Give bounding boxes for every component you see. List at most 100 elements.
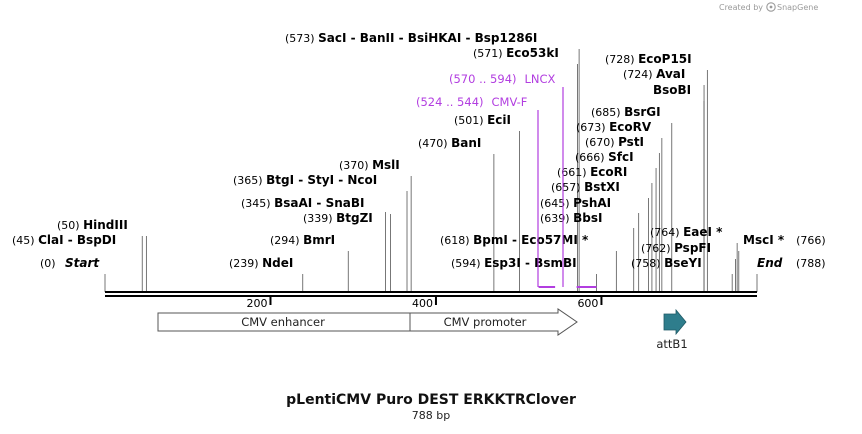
map-length: 788 bp [412,409,450,422]
primer-label: (570 .. 594)LNCX [449,72,556,86]
enzyme-position: (618) [440,234,470,247]
credit-prefix: Created by [719,3,763,12]
enzyme-position: (788) [796,257,826,270]
feature-arrow: CMV promoter [409,308,578,336]
enzyme-position: (766) [796,234,826,247]
primer-name: CMV-F [492,95,528,109]
enzyme-position: (239) [229,257,259,270]
enzyme-site: (685) BsrGI [591,105,673,292]
enzyme-label: (239) NdeI [229,256,293,270]
enzyme-name: HindIII [83,218,128,232]
enzyme-position: (573) [285,32,315,45]
enzyme-label: MscI * (766) [743,233,826,247]
enzyme-label: (764) EaeI * [650,225,723,239]
scale-tick: 200 [246,297,272,310]
enzyme-name: BtgI - StyI - NcoI [266,173,377,187]
enzyme-site: End (788) [756,256,826,292]
enzyme-site: (501) EciI [454,113,520,292]
enzyme-label: (370) MslI [339,158,400,172]
enzyme-site: (645) PshAI [540,196,640,292]
enzyme-site: (339) BtgZI [303,211,386,292]
enzyme-name: MslI [372,158,400,172]
enzyme-site: (470) BanI [418,136,495,292]
enzyme-site: (639) BbsI [540,211,635,292]
enzyme-position: (758) [631,257,661,270]
features: CMV enhancer CMV promoter attB1 [157,308,688,351]
enzyme-site: (294) BmrI [270,233,349,292]
enzyme-name: PspFI [674,241,711,255]
feature-label: CMV enhancer [241,315,325,329]
enzyme-site: (0) Start [40,256,106,292]
enzyme-label: (45) ClaI - BspDI [12,233,116,247]
enzyme-site: (666) SfcI [575,150,657,292]
enzyme-position: (666) [575,151,605,164]
tick-label: 400 [412,297,433,310]
enzyme-site: BsoBI [653,83,705,292]
enzyme-position: (670) [585,136,615,149]
enzyme-position: (501) [454,114,484,127]
primer-label: (524 .. 544) CMV-F [416,95,527,109]
enzyme-position: (724) [623,68,653,81]
enzyme-site: (762) PspFI [641,241,736,292]
enzyme-site: (345) BsaAI - SnaBI [241,196,391,292]
enzyme-label: (573) SacI - BanII - BsiHKAI - Bsp1286I [285,31,537,45]
enzyme-name: End [757,256,783,270]
enzyme-name: EcoRV [609,120,652,134]
enzyme-name: EciI [487,113,511,127]
attb1-arrow-icon [663,308,687,336]
enzyme-name: SacI - BanII - BsiHKAI - Bsp1286I [318,31,537,45]
enzyme-site: (50) HindIII [57,218,147,292]
primer-range: (524 .. 544) [416,95,484,109]
credit: Created by SnapGene [719,2,818,12]
enzyme-site: (657) BstXI [551,180,650,292]
snapgene-logo-icon [766,2,776,12]
enzyme-label: (758) BseYI [631,256,702,270]
enzyme-position: (639) [540,212,570,225]
enzyme-label: (645) PshAI [540,196,611,210]
enzyme-site: (594) Esp3I - BsmBI [451,256,597,292]
credit-brand: SnapGene [777,3,818,12]
enzyme-position: (370) [339,159,369,172]
enzyme-site: (661) EcoRI [557,165,653,292]
enzyme-name: EcoP15I [638,52,692,66]
enzyme-position: (762) [641,242,671,255]
enzyme-name: AvaI [656,67,685,81]
feature-region: CMV enhancer [157,312,411,332]
enzyme-label: (618) BpmI - Eco57MI * [440,233,589,247]
enzyme-label: (657) BstXI [551,180,620,194]
enzyme-site: (764) EaeI * [650,225,738,292]
enzyme-label: (670) PstI [585,135,644,149]
enzyme-label: (365) BtgI - StyI - NcoI [233,173,377,187]
enzyme-name: BsrGI [624,105,661,119]
enzyme-position: (365) [233,174,263,187]
enzyme-position: (645) [540,197,570,210]
enzyme-name: BsoBI [653,83,691,97]
enzyme-position: (571) [473,47,503,60]
enzyme-position: (764) [650,226,680,239]
enzyme-position: (661) [557,166,587,179]
enzyme-label: (762) PspFI [641,241,711,255]
enzyme-name: NdeI [262,256,293,270]
feature-small-arrow: attB1 [656,308,688,351]
enzyme-site: (670) PstI [585,135,660,292]
enzyme-name: Start [65,256,100,270]
enzyme-site: (618) BpmI - Eco57MI * [440,233,617,292]
enzyme-label: (501) EciI [454,113,511,127]
map-title: pLentiCMV Puro DEST ERKKTRClover [286,392,576,408]
enzyme-name: PshAI [573,196,611,210]
enzyme-position: (0) [40,257,56,270]
enzyme-name: BmrI [303,233,335,247]
enzyme-label: (571) Eco53kI [473,46,559,60]
enzyme-name: MscI * [743,233,785,247]
enzyme-position: (470) [418,137,448,150]
enzyme-site: (365) BtgI - StyI - NcoI [233,173,408,292]
enzyme-position: (345) [241,197,271,210]
enzyme-name: Esp3I - BsmBI [484,256,576,270]
primer: (570 .. 594)LNCX [449,72,597,288]
enzyme-position: (594) [451,257,481,270]
enzyme-site: (45) ClaI - BspDI [12,233,143,292]
enzyme-label: (470) BanI [418,136,481,150]
enzyme-name: BsaAI - SnaBI [274,196,364,210]
enzyme-name: BbsI [573,211,602,225]
